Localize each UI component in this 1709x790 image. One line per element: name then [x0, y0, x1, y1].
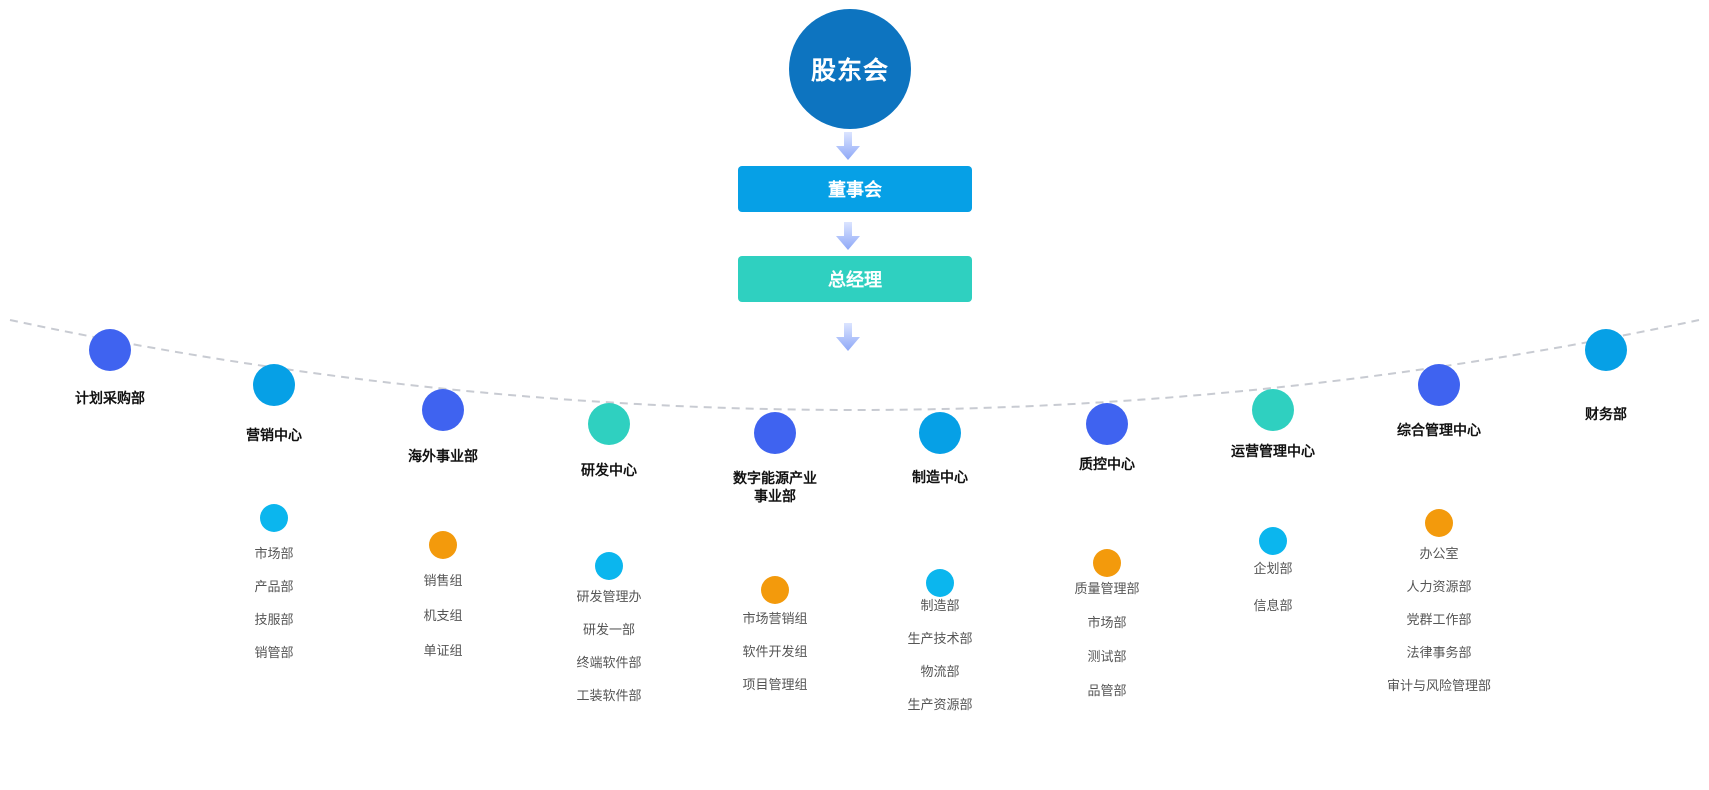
department-node — [422, 389, 464, 431]
sub-department-item: 研发一部 — [582, 623, 635, 638]
sub-department-item: 项目管理组 — [742, 678, 808, 693]
subgroup-dot — [260, 504, 288, 532]
department-node — [754, 412, 796, 454]
board-label: 董事会 — [828, 180, 882, 201]
subgroup-dot — [429, 531, 457, 559]
sub-department-item: 单证组 — [423, 644, 463, 659]
department-node — [89, 329, 131, 371]
shareholders-label: 股东会 — [810, 56, 889, 85]
subgroup-dot — [595, 552, 623, 580]
sub-department-item: 终端软件部 — [576, 656, 642, 671]
arrow-down-icon — [836, 222, 860, 250]
sub-department-item: 研发管理办 — [576, 590, 642, 605]
subgroup-dot — [1425, 509, 1453, 537]
sub-department-item: 品管部 — [1087, 684, 1127, 699]
arrow-down-icon — [836, 132, 860, 160]
sub-department-item: 生产资源部 — [907, 698, 973, 713]
sub-department-item: 市场部 — [254, 547, 294, 562]
department-node — [253, 364, 295, 406]
board-box: 董事会 — [738, 166, 972, 212]
sub-department-item: 工装软件部 — [576, 689, 642, 704]
department-name: 制造中心 — [912, 470, 968, 486]
sub-department-item: 生产技术部 — [907, 632, 973, 647]
sub-department-item: 市场部 — [1087, 616, 1127, 631]
subgroup-dot — [926, 569, 954, 597]
sub-department-item: 产品部 — [254, 580, 294, 595]
department-name: 研发中心 — [581, 463, 637, 479]
sub-department-item: 机支组 — [423, 609, 463, 624]
shareholders-node: 股东会 — [789, 9, 911, 129]
department-node — [1252, 389, 1294, 431]
department-node — [919, 412, 961, 454]
sub-department-item: 法律事务部 — [1406, 646, 1472, 661]
sub-department-item: 人力资源部 — [1406, 580, 1472, 595]
sub-department-item: 质量管理部 — [1074, 582, 1140, 597]
subgroup-dot — [1093, 549, 1121, 577]
department-node — [588, 403, 630, 445]
sub-department-item: 物流部 — [920, 665, 960, 680]
sub-department-item: 审计与风险管理部 — [1386, 679, 1491, 694]
department-name: 运营管理中心 — [1231, 444, 1315, 460]
department-node — [1418, 364, 1460, 406]
sub-department-item: 制造部 — [920, 599, 960, 614]
department-name: 综合管理中心 — [1397, 423, 1481, 439]
sub-department-item: 信息部 — [1253, 599, 1293, 614]
department-name: 财务部 — [1585, 407, 1627, 423]
general-manager-label: 总经理 — [828, 270, 882, 291]
sub-department-item: 技服部 — [254, 613, 294, 628]
department-name: 海外事业部 — [408, 449, 478, 465]
department-name: 质控中心 — [1079, 457, 1135, 473]
sub-department-item: 企划部 — [1253, 562, 1293, 577]
sub-department-item: 销售组 — [423, 574, 463, 589]
sub-department-item: 测试部 — [1087, 650, 1127, 665]
sub-department-item: 软件开发组 — [742, 645, 808, 660]
department-node — [1585, 329, 1627, 371]
arrow-down-icon — [836, 323, 860, 351]
sub-department-item: 销管部 — [254, 646, 294, 661]
general-manager-box: 总经理 — [738, 256, 972, 302]
department-name: 营销中心 — [246, 428, 302, 444]
sub-department-item: 办公室 — [1419, 547, 1459, 562]
subgroup-dot — [761, 576, 789, 604]
subgroup-dot — [1259, 527, 1287, 555]
department-name: 计划采购部 — [75, 391, 145, 407]
department-name: 数字能源产业 事业部 — [733, 471, 817, 505]
department-node — [1086, 403, 1128, 445]
sub-department-item: 党群工作部 — [1406, 613, 1472, 628]
sub-department-item: 市场营销组 — [742, 612, 808, 627]
